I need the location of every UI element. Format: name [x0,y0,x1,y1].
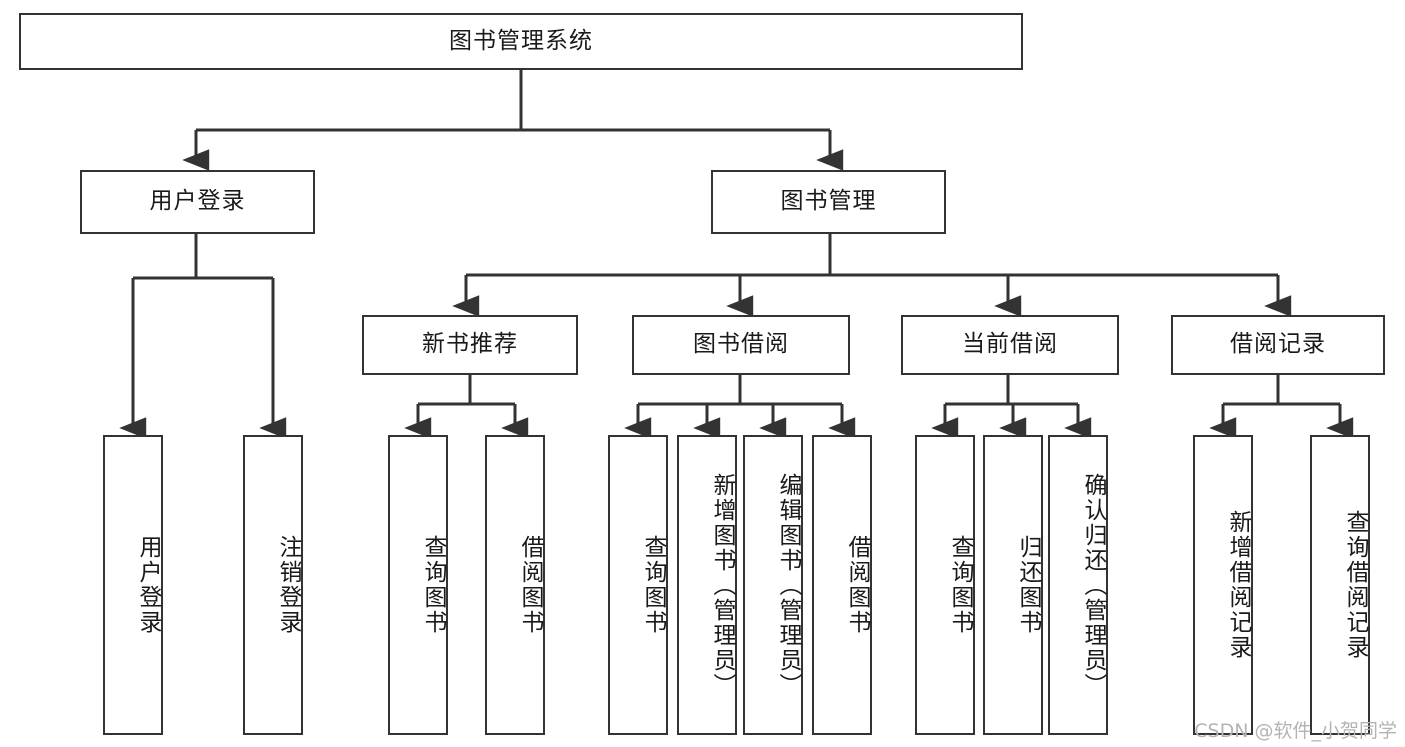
node-leaf-edit-book-admin[interactable]: 编辑图书（管理员） [743,435,803,735]
node-label: 借阅图书 [844,535,870,635]
node-label: 借阅图书 [517,535,543,635]
node-label: 图书借阅 [693,331,789,358]
node-leaf-query-book-recommend[interactable]: 查询图书 [388,435,448,735]
node-leaf-add-borrow-record[interactable]: 新增借阅记录 [1193,435,1253,735]
node-user-login[interactable]: 用户登录 [80,170,315,234]
node-label: 图书管理系统 [449,27,593,54]
node-leaf-borrow-book-recommend[interactable]: 借阅图书 [485,435,545,735]
node-book-borrow[interactable]: 图书借阅 [632,315,850,375]
node-leaf-user-login[interactable]: 用户登录 [103,435,163,735]
node-label: 确认归还（管理员） [1080,472,1106,698]
node-leaf-query-book-borrow[interactable]: 查询图书 [608,435,668,735]
node-current-borrow[interactable]: 当前借阅 [901,315,1119,375]
node-leaf-query-borrow-record[interactable]: 查询借阅记录 [1310,435,1370,735]
node-leaf-logout[interactable]: 注销登录 [243,435,303,735]
node-label: 图书管理 [780,188,877,215]
node-label: 用户登录 [135,535,161,635]
node-label: 新增图书（管理员） [709,472,735,698]
node-label: 编辑图书（管理员） [775,472,801,698]
node-label: 借阅记录 [1230,331,1326,358]
node-label: 新书推荐 [422,331,518,358]
node-leaf-add-book-admin[interactable]: 新增图书（管理员） [677,435,737,735]
node-leaf-query-book-current[interactable]: 查询图书 [915,435,975,735]
node-label: 查询借阅记录 [1342,510,1368,660]
node-leaf-borrow-book[interactable]: 借阅图书 [812,435,872,735]
node-label: 新增借阅记录 [1225,510,1251,660]
node-label: 用户登录 [149,188,246,215]
node-label: 查询图书 [947,535,973,635]
node-new-book-recommend[interactable]: 新书推荐 [362,315,578,375]
node-borrow-record[interactable]: 借阅记录 [1171,315,1385,375]
node-book-management[interactable]: 图书管理 [711,170,946,234]
node-root-book-management-system[interactable]: 图书管理系统 [19,13,1023,70]
node-label: 注销登录 [275,535,301,635]
node-leaf-confirm-return-admin[interactable]: 确认归还（管理员） [1048,435,1108,735]
node-label: 归还图书 [1015,535,1041,635]
node-label: 查询图书 [420,535,446,635]
node-leaf-return-book[interactable]: 归还图书 [983,435,1043,735]
node-label: 当前借阅 [962,331,1058,358]
node-label: 查询图书 [640,535,666,635]
